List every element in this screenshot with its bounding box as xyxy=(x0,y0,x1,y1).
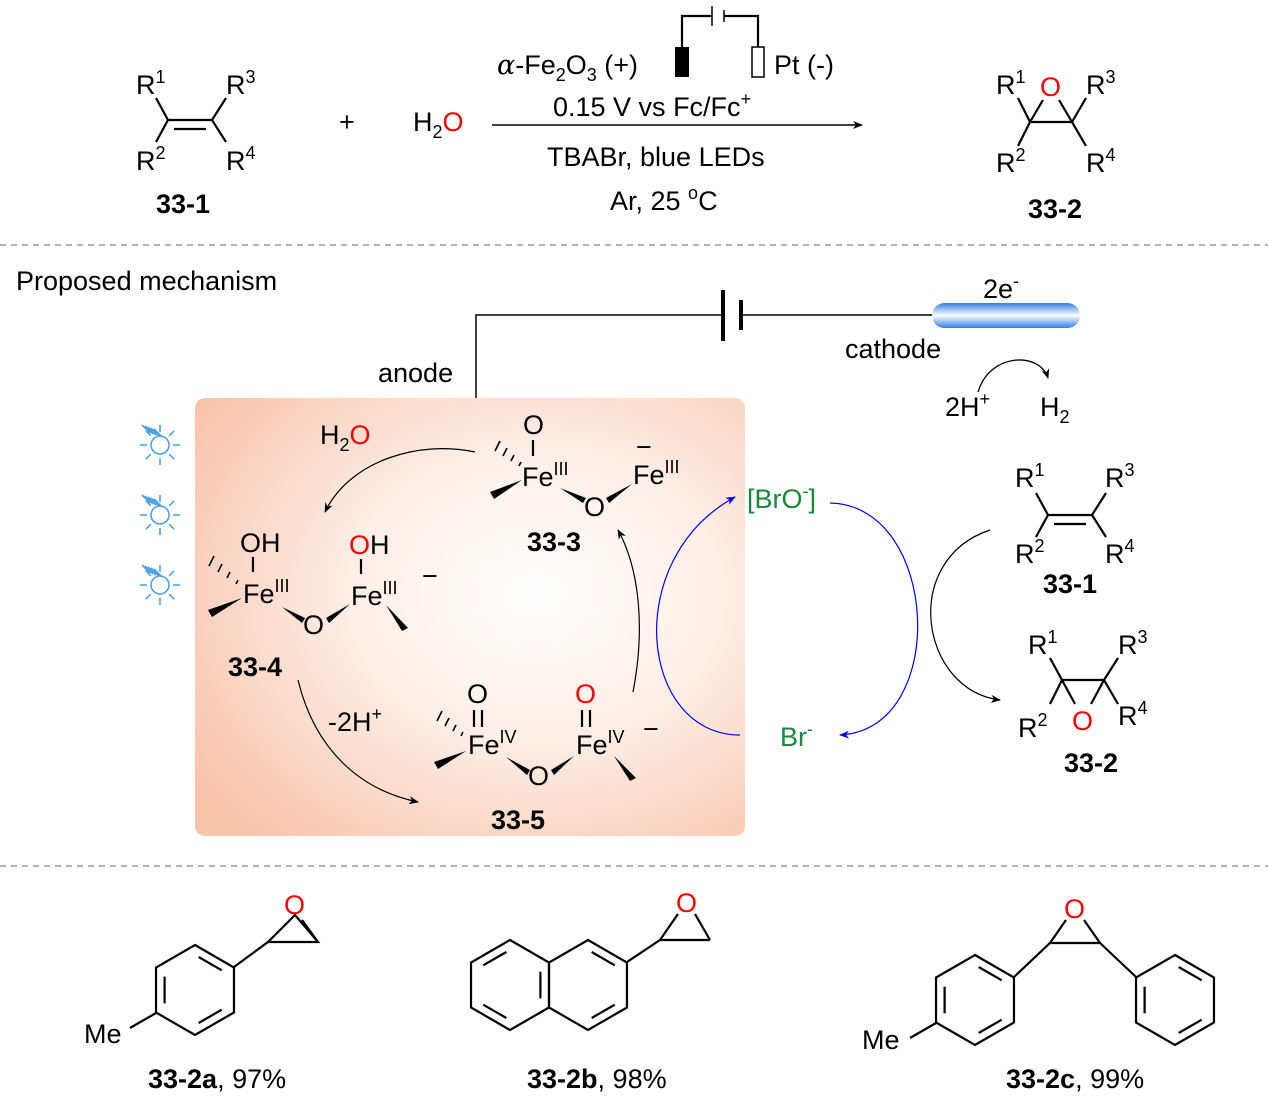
product-epoxide-33-2: O R1 R3 R2 R4 33-2 xyxy=(996,67,1116,224)
compound-label: 33-3 xyxy=(527,527,581,557)
charge-label: − xyxy=(422,561,438,591)
complex-33-3: O FeIII O FeIII − 33-3 xyxy=(490,410,680,557)
r3-label: R3 xyxy=(226,67,256,100)
oxygen-label: O xyxy=(1072,706,1093,736)
r3-label: R3 xyxy=(1086,67,1116,100)
benzene-ring xyxy=(934,953,1016,1047)
hydroxo-label: OH xyxy=(240,528,281,558)
cathode-material: Pt (-) xyxy=(774,50,834,80)
complex-33-5: O FeIV O O FeIV − 33-5 xyxy=(434,679,659,835)
charge-label: − xyxy=(643,714,659,744)
charge-label: − xyxy=(636,432,652,462)
epoxidation-arrow xyxy=(930,529,1001,703)
deprotonation-label: -2H+ xyxy=(328,704,382,737)
iron-label: FeIV xyxy=(468,727,517,760)
example-33-2c: O Me 33-2c, 99% xyxy=(862,894,1144,1094)
r2-label: R2 xyxy=(996,145,1026,178)
circuit xyxy=(475,290,1080,398)
compound-label: 33-2 xyxy=(1028,194,1082,224)
iron-label: FeIV xyxy=(576,727,625,760)
water-label: H2O xyxy=(320,420,371,455)
cathode-electrode xyxy=(932,303,1080,328)
water-addition-arrow xyxy=(324,448,476,513)
atmosphere-temperature: Ar, 25 oC xyxy=(610,183,718,216)
r3-label: R3 xyxy=(1105,460,1135,493)
light-icons xyxy=(140,424,180,605)
blue-light-icon xyxy=(140,424,180,465)
example-structures xyxy=(154,938,1216,1047)
hydroxo-label: OH xyxy=(349,530,390,560)
r4-label: R4 xyxy=(1105,536,1135,569)
hydrogen-label: H2 xyxy=(1040,392,1070,427)
compound-label: 33-1 xyxy=(156,189,210,219)
electrons-label: 2e- xyxy=(983,271,1019,304)
water-reagent: H2O xyxy=(413,107,464,142)
oxidation-arrow xyxy=(617,529,640,693)
r2-label: R2 xyxy=(136,143,166,176)
example-33-2a: O Me 33-2a, 97% xyxy=(84,890,321,1094)
oxygen-label: O xyxy=(284,890,305,920)
yield-label: 33-2a, 97% xyxy=(148,1064,286,1094)
section-title: Proposed mechanism xyxy=(16,266,277,296)
iron-label: FeIII xyxy=(243,576,290,609)
compound-label: 33-1 xyxy=(1043,569,1097,599)
hydrogen-evolution-arrow xyxy=(977,359,1050,393)
r1-label: R1 xyxy=(1015,460,1045,493)
oxygen-label: O xyxy=(1064,894,1085,924)
oxygen-label: O xyxy=(1040,72,1061,102)
oxygen-label: O xyxy=(676,888,697,918)
cathode-label: cathode xyxy=(845,334,941,364)
anode-label: anode xyxy=(378,358,453,388)
benzene-ring xyxy=(1134,953,1216,1047)
r4-label: R4 xyxy=(226,143,256,176)
reactant-alkene-33-1: R1 R3 R2 R4 33-1 xyxy=(136,67,256,219)
deprotonation-arrow xyxy=(297,679,419,805)
compound-label: 33-5 xyxy=(491,805,545,835)
bromide-oxidation-arrow xyxy=(656,496,741,736)
bridging-oxygen-label: O xyxy=(584,492,605,522)
blue-light-icon xyxy=(140,494,180,535)
oxo-label: O xyxy=(467,679,488,709)
alkene-33-1: R1 R3 R2 R4 33-1 xyxy=(1015,460,1135,599)
hypobromite-reduction-arrow xyxy=(829,502,919,739)
r4-label: R4 xyxy=(1118,698,1148,731)
example-33-2b: O 33-2b, 98% xyxy=(527,888,711,1094)
r2-label: R2 xyxy=(1015,536,1045,569)
iron-label: FeIII xyxy=(633,457,680,490)
r1-label: R1 xyxy=(136,67,166,100)
iron-label: FeIII xyxy=(351,578,398,611)
yield-label: 33-2c, 99% xyxy=(1006,1064,1144,1094)
epoxide-33-2: O R1 R3 R2 R4 33-2 xyxy=(1018,627,1148,778)
r4-label: R4 xyxy=(1086,145,1116,178)
naphthalene-ring xyxy=(469,938,551,1032)
electrolysis-cell-icon xyxy=(675,6,765,78)
applied-potential: 0.15 V vs Fc/Fc+ xyxy=(553,89,751,122)
plus-sign: + xyxy=(339,107,355,137)
r1-label: R1 xyxy=(996,67,1026,100)
compound-label: 33-2 xyxy=(1064,748,1118,778)
iron-label: FeIII xyxy=(522,459,569,492)
anode-material: α-Fe2O3 (+) xyxy=(497,50,638,85)
bromide-label: Br- xyxy=(780,719,813,752)
naphthalene-ring xyxy=(547,938,629,1032)
bridging-oxygen-label: O xyxy=(303,610,324,640)
oxo-label: O xyxy=(575,679,596,709)
protons-label: 2H+ xyxy=(945,389,990,422)
compound-label: 33-4 xyxy=(228,652,282,682)
methyl-label: Me xyxy=(862,1025,900,1055)
r2-label: R2 xyxy=(1018,710,1048,743)
r3-label: R3 xyxy=(1118,627,1148,660)
bridging-oxygen-label: O xyxy=(528,761,549,791)
complex-33-4: OH FeIII O OH FeIII − 33-4 xyxy=(208,528,438,682)
blue-light-icon xyxy=(140,564,180,605)
methyl-label: Me xyxy=(84,1019,122,1049)
yield-label: 33-2b, 98% xyxy=(527,1064,667,1094)
oxo-label: O xyxy=(523,410,544,440)
benzene-ring xyxy=(154,943,236,1037)
additives: TBABr, blue LEDs xyxy=(547,142,765,172)
r1-label: R1 xyxy=(1028,627,1058,660)
hypobromite-label: [BrO-] xyxy=(747,481,816,514)
